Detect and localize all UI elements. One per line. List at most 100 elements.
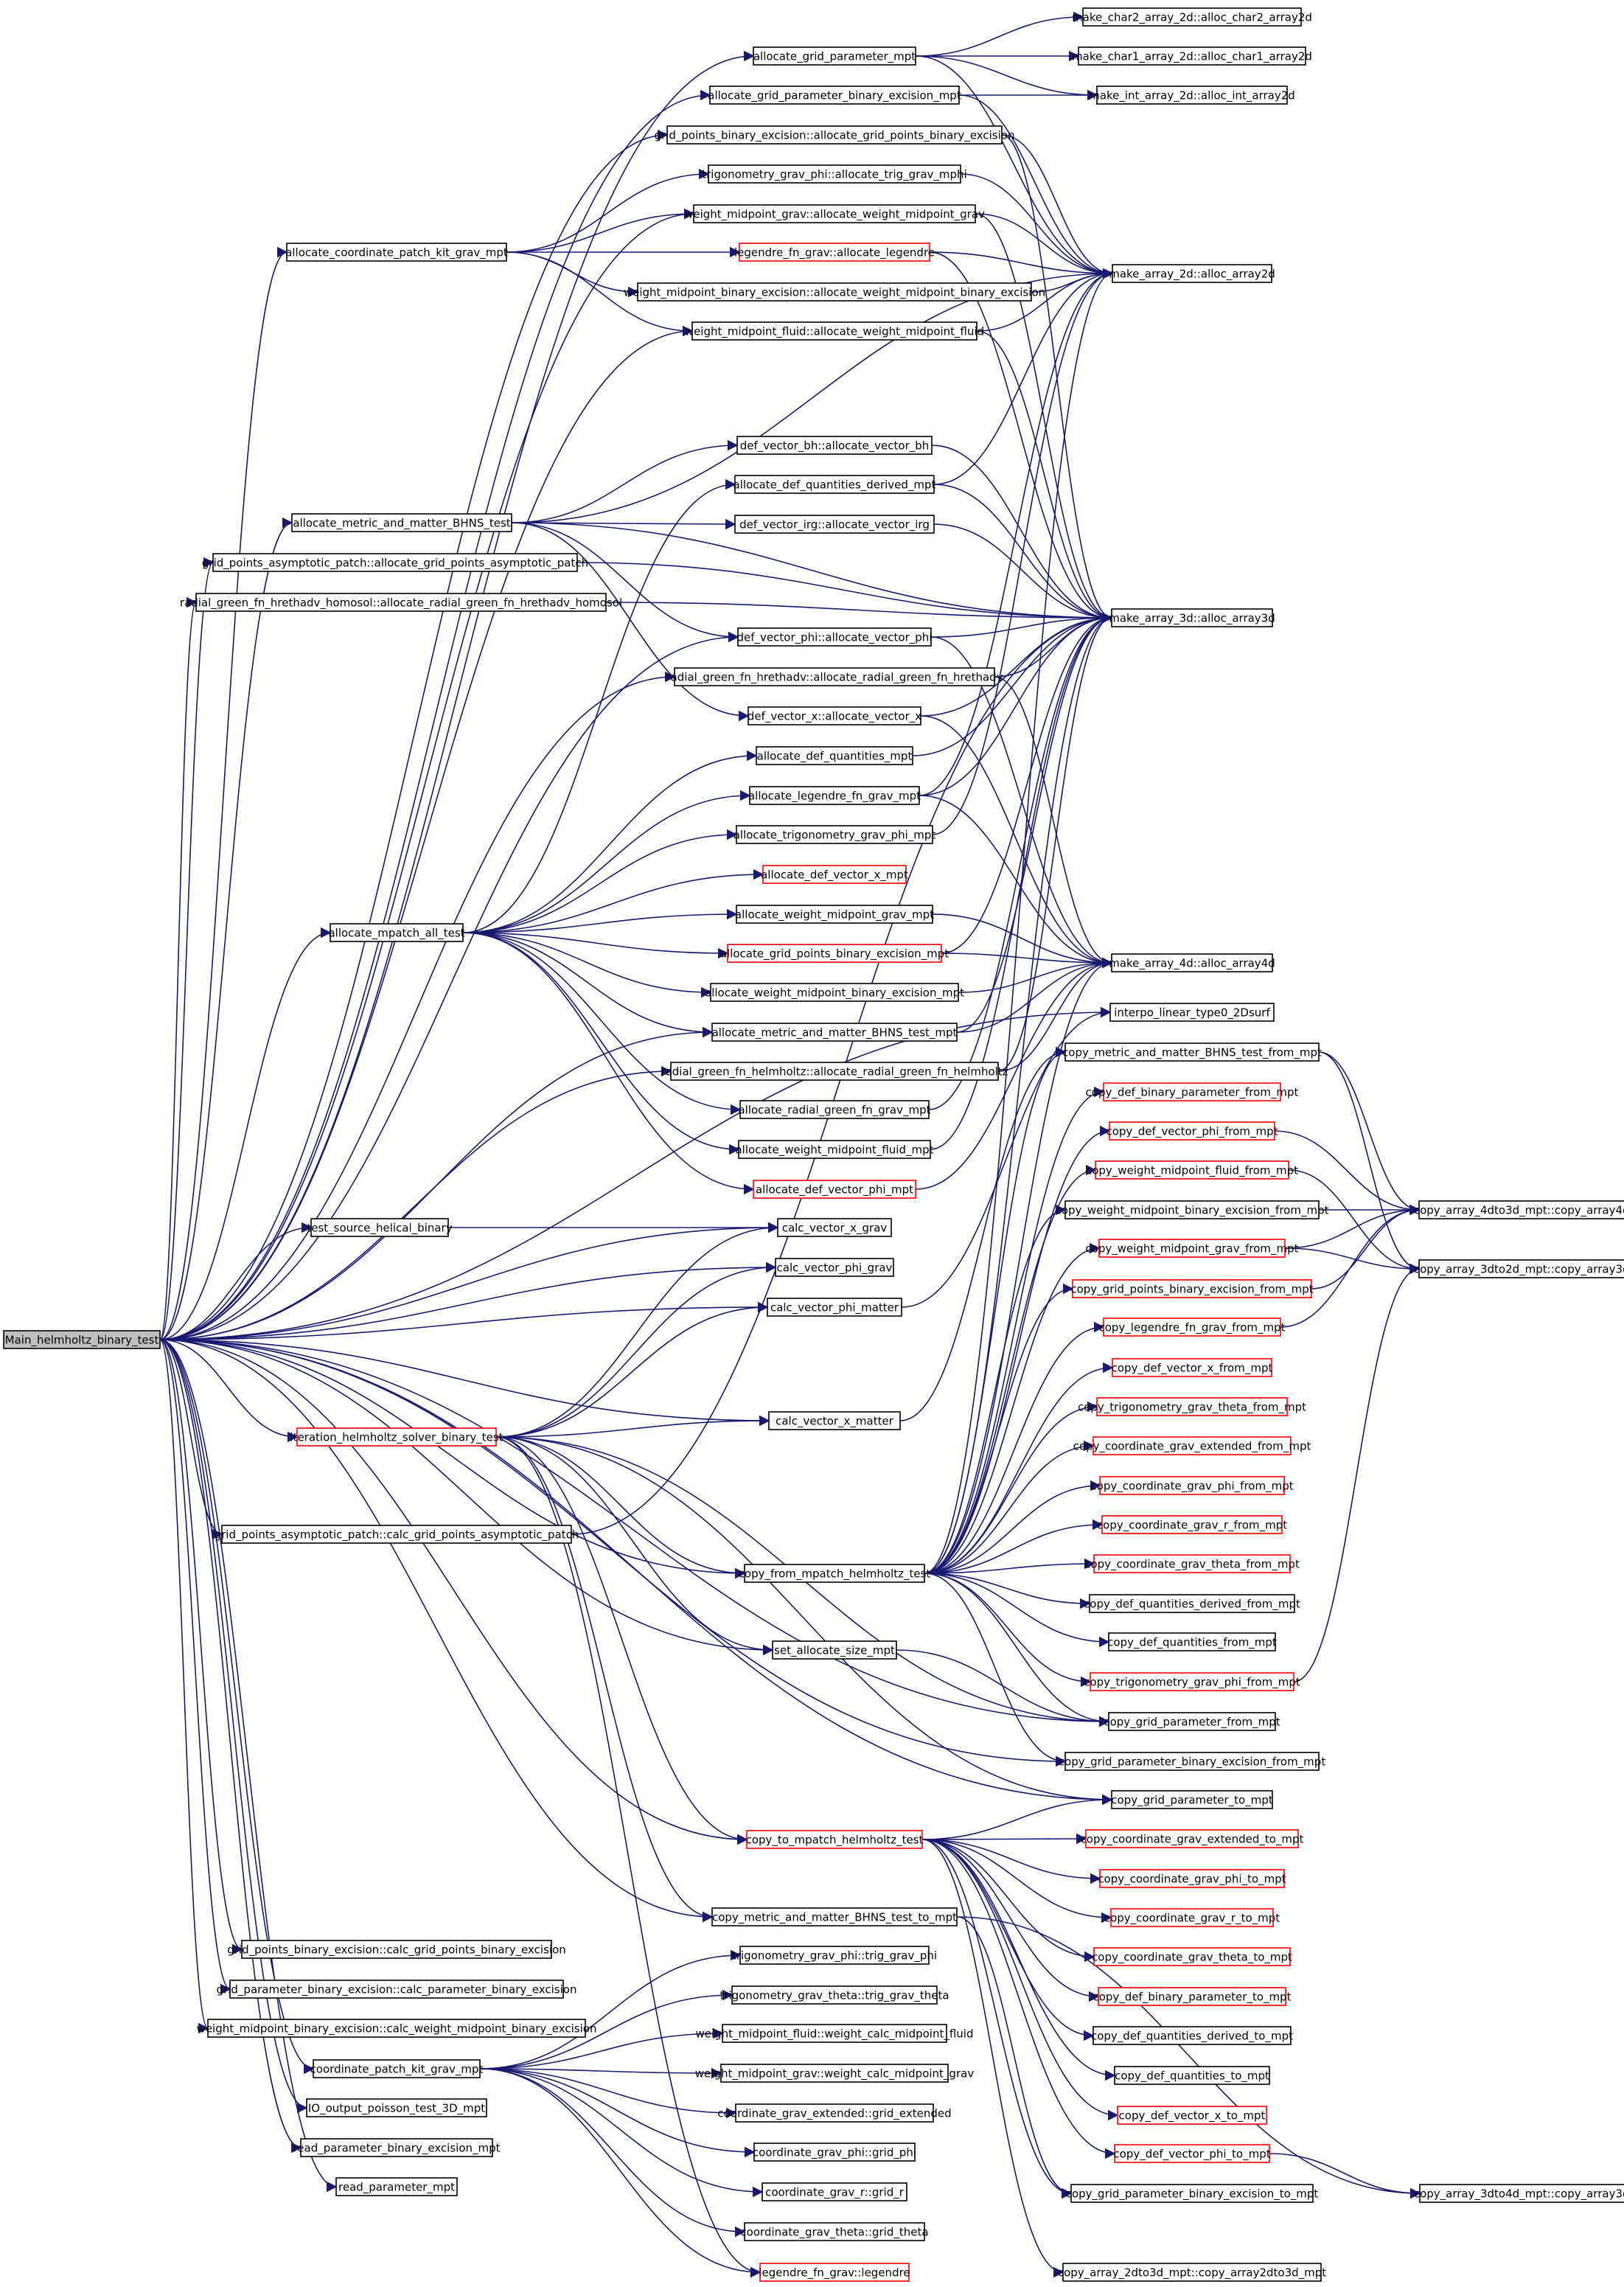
function-node[interactable]: coordinate_patch_kit_grav_mpt (310, 2059, 484, 2078)
function-node[interactable]: copy_coordinate_grav_r_to_mpt (1104, 1908, 1280, 1927)
function-node[interactable]: copy_weight_midpoint_grav_from_mpt (1085, 1239, 1299, 1258)
function-node[interactable]: trigonometry_grav_phi::allocate_trig_gra… (702, 164, 967, 184)
function-node[interactable]: copy_trigonometry_grav_theta_from_mpt (1078, 1397, 1306, 1416)
function-node[interactable]: copy_weight_midpoint_fluid_from_mpt (1086, 1160, 1298, 1180)
function-node[interactable]: grid_points_asymptotic_patch::calc_grid_… (215, 1525, 579, 1544)
function-node[interactable]: copy_def_quantities_from_mpt (1107, 1632, 1277, 1651)
function-node[interactable]: def_vector_x::allocate_vector_x (747, 706, 921, 725)
function-node[interactable]: copy_def_vector_x_from_mpt (1112, 1358, 1273, 1377)
function-node[interactable]: copy_def_quantities_derived_from_mpt (1084, 1594, 1300, 1613)
function-node[interactable]: iteration_helmholtz_solver_binary_test (290, 1427, 503, 1447)
function-node[interactable]: copy_to_mpatch_helmholtz_test (746, 1830, 924, 1849)
function-node[interactable]: read_parameter_binary_excision_mpt (293, 2138, 501, 2157)
function-node[interactable]: copy_def_binary_parameter_from_mpt (1086, 1082, 1299, 1101)
function-node[interactable]: make_array_3d::alloc_array3d (1109, 608, 1275, 627)
function-node[interactable]: make_array_4d::alloc_array4d (1109, 953, 1275, 972)
function-node[interactable]: allocate_def_vector_x_mpt (761, 865, 908, 884)
function-node[interactable]: coordinate_grav_r::grid_r (762, 2182, 907, 2201)
function-node[interactable]: allocate_grid_parameter_binary_excision_… (708, 86, 961, 105)
function-node[interactable]: legendre_fn_grav::legendre (759, 2263, 910, 2282)
function-node[interactable]: grid_points_binary_excision::allocate_gr… (655, 125, 1015, 145)
function-node[interactable]: allocate_weight_midpoint_binary_excision… (705, 983, 964, 1002)
function-node[interactable]: copy_coordinate_grav_extended_from_mpt (1073, 1436, 1311, 1455)
function-node[interactable]: radial_green_fn_hrethadv_homosol::alloca… (180, 593, 622, 612)
function-node[interactable]: allocate_def_quantities_mpt (756, 746, 913, 765)
function-node[interactable]: copy_def_binary_parameter_to_mpt (1092, 1987, 1292, 2006)
function-node[interactable]: allocate_weight_midpoint_fluid_mpt (735, 1140, 934, 1159)
function-node[interactable]: def_vector_bh::allocate_vector_bh (736, 436, 933, 455)
function-node[interactable]: calc_vector_phi_grav (775, 1258, 894, 1277)
function-node[interactable]: IO_output_poisson_test_3D_mpt (306, 2098, 487, 2117)
function-node[interactable]: allocate_def_vector_phi_mpt (753, 1180, 916, 1199)
function-node[interactable]: copy_def_vector_phi_from_mpt (1106, 1121, 1278, 1141)
function-node[interactable]: allocate_grid_parameter_mpt (753, 46, 916, 66)
function-node[interactable]: copy_def_vector_x_to_mpt (1117, 2106, 1267, 2125)
function-node[interactable]: calc_vector_x_matter (768, 1411, 901, 1430)
function-node[interactable]: make_array_2d::alloc_array2d (1109, 264, 1275, 283)
function-node[interactable]: copy_legendre_fn_grav_from_mpt (1098, 1317, 1286, 1337)
function-node[interactable]: trigonometry_grav_phi::trig_grav_phi (732, 1946, 937, 1965)
function-node[interactable]: allocate_weight_midpoint_grav_mpt (735, 905, 934, 924)
function-node[interactable]: grid_parameter_binary_excision::calc_par… (217, 1980, 577, 1999)
function-node[interactable]: copy_from_mpatch_helmholtz_test (739, 1564, 931, 1583)
function-node[interactable]: allocate_radial_green_fn_grav_mpt (738, 1100, 931, 1119)
function-node[interactable]: allocate_def_quantities_derived_mpt (733, 475, 936, 494)
function-node[interactable]: copy_grid_parameter_binary_excision_from… (1059, 1752, 1326, 1771)
function-node[interactable]: radial_green_fn_hrethadv::allocate_radia… (666, 667, 1003, 686)
function-node[interactable]: copy_weight_midpoint_binary_excision_fro… (1056, 1200, 1329, 1219)
function-node[interactable]: legendre_fn_grav::allocate_legendre (734, 243, 935, 262)
function-node[interactable]: coordinate_grav_phi::grid_phi (753, 2142, 916, 2162)
function-node[interactable]: calc_vector_x_grav (777, 1218, 892, 1237)
function-node[interactable]: weight_midpoint_grav::weight_calc_midpoi… (695, 2064, 975, 2083)
function-node[interactable]: make_char1_array_2d::alloc_char1_array2d (1072, 46, 1312, 66)
function-node[interactable]: calc_vector_phi_matter (767, 1298, 902, 1317)
function-node[interactable]: test_source_helical_binary (307, 1218, 453, 1237)
function-node[interactable]: allocate_coordinate_patch_kit_grav_mpt (285, 243, 508, 262)
function-node[interactable]: read_parameter_mpt (335, 2177, 458, 2196)
function-node[interactable]: interpo_linear_type0_2Dsurf (1109, 1003, 1275, 1022)
function-node[interactable]: copy_coordinate_grav_phi_from_mpt (1090, 1476, 1294, 1495)
function-node[interactable]: weight_midpoint_binary_excision::allocat… (624, 282, 1045, 302)
function-node[interactable]: set_allocate_size_mpt (772, 1640, 897, 1660)
function-node[interactable]: allocate_mpatch_all_test (328, 923, 465, 942)
function-node[interactable]: copy_grid_parameter_from_mpt (1104, 1712, 1280, 1731)
function-node[interactable]: allocate_metric_and_matter_BHNS_test_mpt (711, 1023, 958, 1042)
function-node[interactable]: copy_coordinate_grav_theta_to_mpt (1092, 1947, 1292, 1966)
function-node[interactable]: copy_def_quantities_derived_to_mpt (1091, 2026, 1293, 2045)
function-node[interactable]: make_int_array_2d::alloc_int_array2d (1089, 86, 1295, 105)
function-node[interactable]: copy_metric_and_matter_BHNS_test_from_mp… (1062, 1042, 1322, 1062)
function-node[interactable]: make_char2_array_2d::alloc_char2_array2d (1072, 7, 1312, 27)
function-node[interactable]: copy_coordinate_grav_extended_to_mpt (1081, 1829, 1304, 1848)
function-node[interactable]: copy_coordinate_grav_phi_to_mpt (1098, 1869, 1286, 1888)
function-node[interactable]: allocate_legendre_fn_grav_mpt (748, 786, 921, 805)
function-node[interactable]: copy_array_4dto3d_mpt::copy_array4dto3d_… (1414, 1200, 1624, 1219)
function-node[interactable]: weight_midpoint_fluid::weight_calc_midpo… (695, 2024, 974, 2043)
function-node[interactable]: allocate_grid_points_binary_excision_mpt (720, 944, 949, 963)
function-node[interactable]: copy_grid_points_binary_excision_from_mp… (1070, 1279, 1314, 1298)
function-node[interactable]: copy_coordinate_grav_theta_from_mpt (1084, 1554, 1300, 1573)
function-node[interactable]: copy_array_3dto2d_mpt::copy_array3dto2d_… (1414, 1259, 1624, 1278)
function-node[interactable]: copy_def_quantities_to_mpt (1114, 2066, 1270, 2085)
function-node[interactable]: grid_points_asymptotic_patch::allocate_g… (202, 553, 588, 572)
function-node[interactable]: copy_array_3dto4d_mpt::copy_array3dto4d_… (1414, 2184, 1624, 2203)
function-node[interactable]: weight_midpoint_grav::allocate_weight_mi… (684, 204, 985, 223)
root-function-node[interactable]: Main_helmholtz_binary_test (3, 1330, 161, 1349)
function-node[interactable]: trigonometry_grav_theta::trig_grav_theta (719, 1985, 949, 2005)
function-node[interactable]: copy_def_vector_phi_to_mpt (1113, 2144, 1271, 2163)
function-node[interactable]: allocate_metric_and_matter_BHNS_test (291, 513, 512, 532)
function-node[interactable]: grid_points_binary_excision::calc_grid_p… (227, 1940, 566, 1959)
function-node[interactable]: def_vector_irg::allocate_vector_irg (734, 515, 935, 534)
function-node[interactable]: copy_coordinate_grav_r_from_mpt (1097, 1515, 1287, 1534)
function-node[interactable]: weight_midpoint_fluid::allocate_weight_m… (685, 321, 984, 341)
function-node[interactable]: def_vector_phi::allocate_vector_phi (737, 627, 933, 647)
function-node[interactable]: allocate_trigonometry_grav_phi_mpt (733, 825, 936, 844)
function-node[interactable]: coordinate_grav_extended::grid_extended (717, 2103, 952, 2123)
function-node[interactable]: weight_midpoint_binary_excision::calc_we… (197, 2019, 597, 2038)
function-node[interactable]: copy_trigonometry_grav_phi_from_mpt (1084, 1672, 1300, 1691)
function-node[interactable]: copy_grid_parameter_binary_excision_to_m… (1066, 2184, 1319, 2203)
function-node[interactable]: copy_array_2dto3d_mpt::copy_array2dto3d_… (1058, 2263, 1326, 2282)
function-node[interactable]: radial_green_fn_helmholtz::allocate_radi… (661, 1062, 1008, 1081)
function-node[interactable]: copy_grid_parameter_to_mpt (1111, 1790, 1273, 1809)
function-node[interactable]: copy_metric_and_matter_BHNS_test_to_mpt (711, 1907, 958, 1926)
function-node[interactable]: coordinate_grav_theta::grid_theta (740, 2222, 929, 2241)
